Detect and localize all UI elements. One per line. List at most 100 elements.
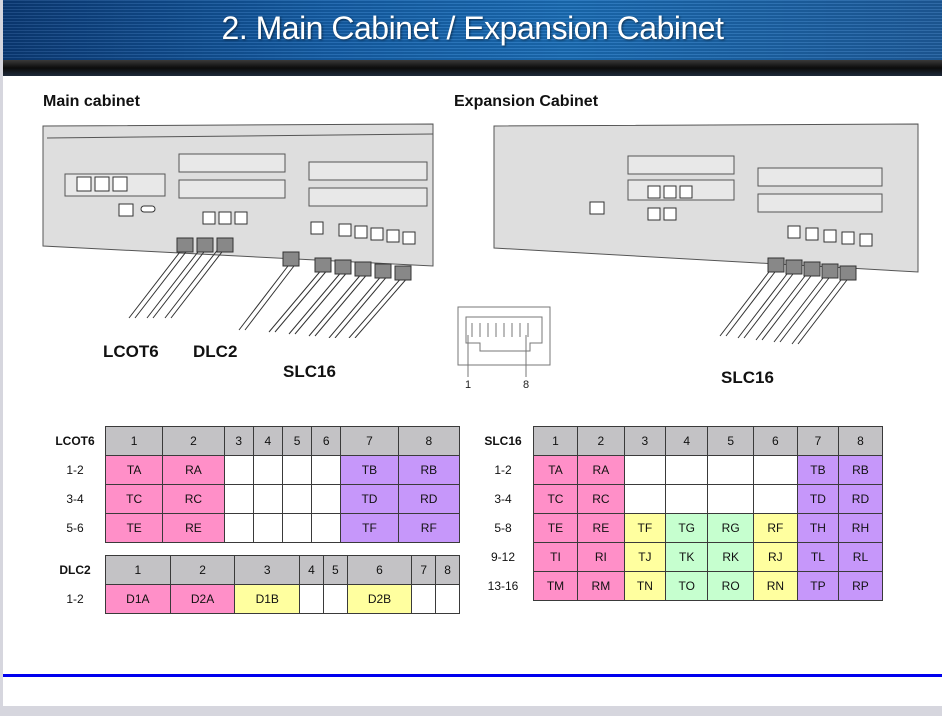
row-label: 3-4	[494, 492, 512, 506]
pin-cell: TA	[104, 455, 164, 485]
pin-cell: TM	[533, 571, 578, 601]
pin-cell: RA	[576, 455, 625, 485]
pin-cell: RD	[397, 484, 461, 514]
table-name: SLC16	[484, 434, 522, 448]
pin-column-header: 8	[837, 426, 884, 456]
pin-cell: RE	[576, 513, 625, 543]
pin-label-first: 1	[465, 379, 472, 391]
table-name: DLC2	[59, 563, 91, 577]
pin-cell: TE	[104, 513, 164, 543]
pin-cell: TG	[664, 513, 709, 543]
pin-cell	[281, 455, 313, 485]
pin-column-header: 8	[435, 555, 460, 585]
table-name: LCOT6	[55, 434, 95, 448]
pin-cell: TD	[340, 484, 399, 514]
pin-cell	[664, 455, 709, 485]
pin-cell	[252, 484, 283, 514]
title-banner: 2. Main Cabinet / Expansion Cabinet	[3, 0, 942, 76]
pin-cell: TH	[796, 513, 839, 543]
pin-cell: D1A	[105, 584, 171, 614]
pin-cell	[252, 455, 283, 485]
pin-column-header: 4	[252, 426, 283, 456]
pin-cell	[223, 455, 254, 485]
pin-cell	[707, 455, 754, 485]
row-label: 5-6	[66, 521, 84, 535]
main-cabinet-label: Main cabinet	[43, 93, 140, 110]
pin-column-header: 3	[623, 426, 666, 456]
pin-cell	[435, 584, 460, 614]
pin-cell: TO	[664, 571, 709, 601]
pin-cell: RF	[397, 513, 461, 543]
pin-label-last: 8	[523, 379, 530, 391]
pin-column-header: 1	[533, 426, 578, 456]
pin-column-header: 4	[664, 426, 709, 456]
expansion-cabinet-plugs	[767, 257, 857, 281]
pin-cell	[623, 484, 666, 514]
pin-cell	[752, 455, 798, 485]
pin-cell	[752, 484, 798, 514]
pin-cell: RF	[752, 513, 798, 543]
pin-cell: TK	[664, 542, 709, 572]
pin-column-header: 8	[397, 426, 461, 456]
pin-cell: TJ	[623, 542, 666, 572]
expansion-cabinet-slots	[627, 155, 883, 213]
pin-column-header: 5	[707, 426, 754, 456]
row-label: 13-16	[487, 579, 519, 593]
main-cabinet-illustration	[42, 123, 434, 338]
pin-column-header: 7	[411, 555, 437, 585]
pin-column-header: 6	[311, 426, 342, 456]
pin-cell	[223, 484, 254, 514]
pin-cell: RG	[707, 513, 754, 543]
expansion-cabinet-label: Expansion Cabinet	[454, 93, 599, 110]
pin-cell: TC	[104, 484, 164, 514]
footer-divider	[3, 674, 942, 677]
pin-column-header: 7	[340, 426, 399, 456]
pin-cell: D2A	[169, 584, 236, 614]
pin-cell: TP	[796, 571, 839, 601]
main-cabinet-plugs	[176, 237, 412, 281]
expansion-cabinet-illustration	[493, 123, 919, 345]
cable-label-slc16-main: SLC16	[283, 362, 336, 381]
pin-cell: RC	[576, 484, 625, 514]
pin-cell: TA	[533, 455, 578, 485]
pin-cell: TD	[796, 484, 839, 514]
pin-column-header: 5	[281, 426, 313, 456]
expansion-cabinet-cables	[719, 267, 851, 345]
pin-cell: RK	[707, 542, 754, 572]
cable-label-slc16-expansion: SLC16	[721, 368, 774, 387]
pin-column-header: 2	[169, 555, 236, 585]
expansion-cabinet-ports	[589, 185, 873, 247]
pin-cell	[223, 513, 254, 543]
pin-cell: RN	[752, 571, 798, 601]
pin-cell: RP	[837, 571, 884, 601]
slide-title: 2. Main Cabinet / Expansion Cabinet	[221, 10, 724, 46]
pin-cell: D2B	[346, 584, 413, 614]
cable-label-lcot6: LCOT6	[103, 342, 159, 361]
pin-cell: TN	[623, 571, 666, 601]
pin-cell: TE	[533, 513, 578, 543]
pin-cell: TF	[340, 513, 399, 543]
pin-cell: RB	[837, 455, 884, 485]
row-label: 1-2	[66, 592, 84, 606]
row-label: 1-2	[494, 463, 512, 477]
pin-cell	[623, 455, 666, 485]
pin-column-header: 1	[105, 555, 171, 585]
pin-cell	[411, 584, 437, 614]
pin-cell: TC	[533, 484, 578, 514]
main-cabinet-cables	[128, 247, 410, 338]
main-cabinet-ports	[76, 176, 416, 245]
pin-cell: RL	[837, 542, 884, 572]
pin-cell: RB	[397, 455, 461, 485]
pin-column-header: 1	[104, 426, 164, 456]
pin-cell	[281, 484, 313, 514]
